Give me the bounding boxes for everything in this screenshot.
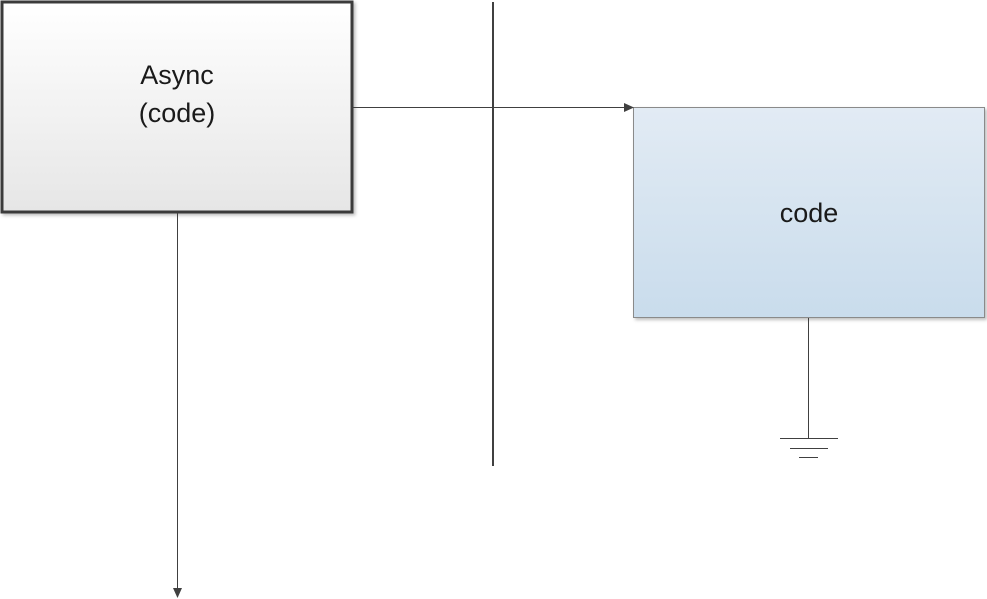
async-box-label: Async (code) [2, 2, 352, 212]
code-box[interactable] [633, 107, 985, 318]
ground-icon [780, 438, 838, 458]
arrow-head-icon [624, 103, 634, 112]
code-label-text: code [779, 197, 839, 228]
async-label-line2: (code) [138, 98, 216, 128]
async-label-line1: Async [140, 60, 214, 90]
arrow-head-icon [173, 588, 182, 598]
async-box[interactable] [0, 0, 354, 214]
code-box-label: code [633, 107, 985, 318]
